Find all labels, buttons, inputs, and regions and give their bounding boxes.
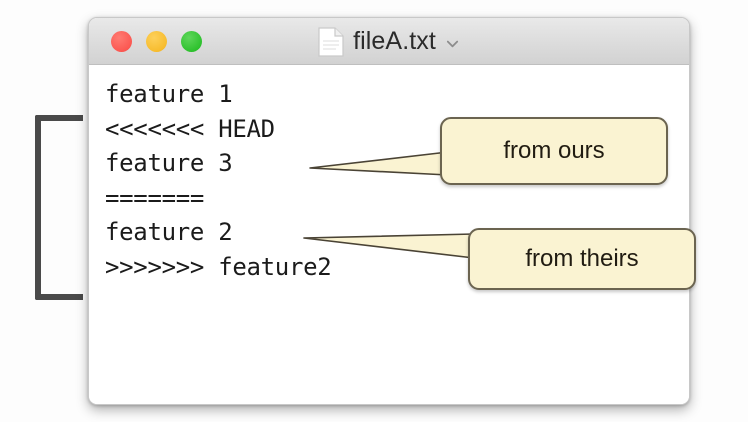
callout-from-theirs: from theirs [296, 222, 700, 294]
close-button[interactable] [111, 31, 132, 52]
code-line: feature 1 [105, 80, 233, 108]
callout-from-ours: from ours [300, 112, 672, 190]
window-titlebar[interactable]: fileA.txt [89, 18, 689, 65]
callout-label: from theirs [525, 245, 639, 272]
window-title: fileA.txt [353, 27, 436, 55]
chevron-down-icon[interactable] [445, 36, 460, 51]
text-editor-window: fileA.txt feature 1 <<<<<<< HEAD feature… [88, 17, 690, 405]
code-line: ======= [105, 183, 205, 212]
callout-bubble-ours: from ours [440, 117, 668, 185]
code-line: >>>>>>> feature2 [105, 252, 332, 281]
callout-label: from ours [503, 137, 605, 164]
callout-tail-ours [309, 151, 449, 176]
minimize-button[interactable] [146, 31, 167, 52]
traffic-light-group [111, 31, 202, 52]
zoom-button[interactable] [181, 31, 202, 52]
callout-bubble-theirs: from theirs [468, 228, 696, 290]
conflict-region-bracket [35, 115, 83, 300]
window-title-group: fileA.txt [89, 18, 689, 65]
code-line: <<<<<<< HEAD [105, 114, 275, 143]
document-icon [318, 26, 344, 57]
code-line: feature 2 [105, 218, 233, 246]
code-line: feature 3 [105, 149, 233, 177]
callout-tail-theirs [303, 233, 475, 259]
